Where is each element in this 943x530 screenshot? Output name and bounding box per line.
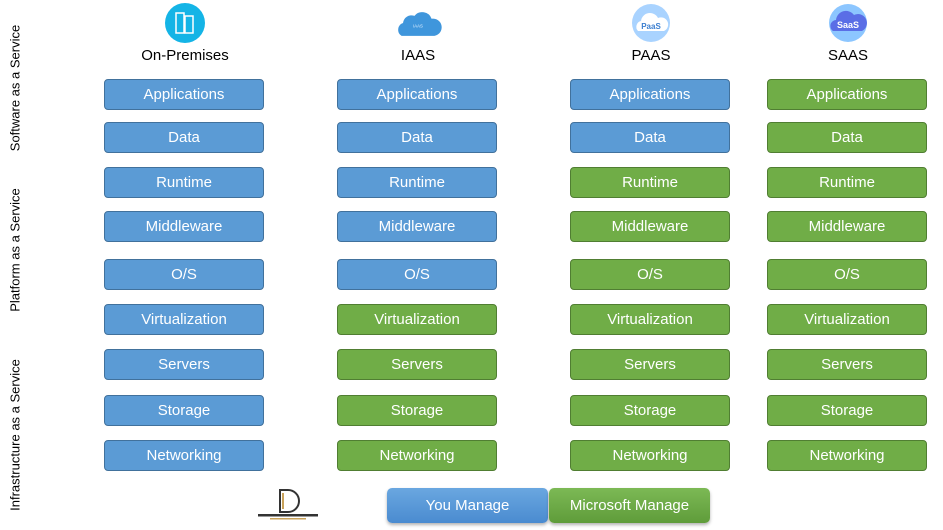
column-title: On-Premises [141,47,229,64]
side-label-iaas: Infrastructure as a Service [7,359,23,511]
layer-networking-microsoft-managed: Networking [767,440,927,471]
layer-applications-you-managed: Applications [337,79,497,110]
side-label-saas: Software as a Service [7,24,23,152]
layer-os-microsoft-managed: O/S [767,259,927,290]
column-title: PAAS [631,47,671,64]
layer-virtualization-microsoft-managed: Virtualization [337,304,497,335]
layer-data-microsoft-managed: Data [767,122,927,153]
svg-text:SaaS: SaaS [837,20,859,30]
layer-applications-microsoft-managed: Applications [767,79,927,110]
company-logo [256,487,320,521]
layer-servers-you-managed: Servers [104,349,264,380]
column-title: IAAS [400,47,436,64]
layer-runtime-you-managed: Runtime [337,167,497,198]
layer-data-you-managed: Data [570,122,730,153]
svg-text:PaaS: PaaS [641,22,661,31]
layer-networking-microsoft-managed: Networking [337,440,497,471]
legend-you-manage: You Manage [387,488,548,523]
building-icon [160,3,210,43]
cloud-saas-icon: SaaS [823,3,873,43]
layer-runtime-you-managed: Runtime [104,167,264,198]
layer-data-you-managed: Data [337,122,497,153]
side-label-paas: Platform as a Service [7,188,23,312]
layer-middleware-you-managed: Middleware [104,211,264,242]
layer-storage-you-managed: Storage [104,395,264,426]
cloud-paas-icon: PaaS [626,3,676,43]
layer-middleware-microsoft-managed: Middleware [767,211,927,242]
cloud-iaas-icon: IAAS [393,3,443,43]
layer-os-you-managed: O/S [104,259,264,290]
svg-text:IAAS: IAAS [413,23,423,28]
layer-networking-microsoft-managed: Networking [570,440,730,471]
layer-storage-microsoft-managed: Storage [337,395,497,426]
layer-networking-you-managed: Networking [104,440,264,471]
layer-os-microsoft-managed: O/S [570,259,730,290]
layer-middleware-microsoft-managed: Middleware [570,211,730,242]
layer-virtualization-you-managed: Virtualization [104,304,264,335]
layer-servers-microsoft-managed: Servers [337,349,497,380]
layer-middleware-you-managed: Middleware [337,211,497,242]
layer-storage-microsoft-managed: Storage [767,395,927,426]
layer-runtime-microsoft-managed: Runtime [767,167,927,198]
legend-microsoft-manage: Microsoft Manage [549,488,710,523]
layer-servers-microsoft-managed: Servers [767,349,927,380]
layer-applications-you-managed: Applications [570,79,730,110]
layer-storage-microsoft-managed: Storage [570,395,730,426]
layer-runtime-microsoft-managed: Runtime [570,167,730,198]
layer-virtualization-microsoft-managed: Virtualization [767,304,927,335]
column-title: SAAS [827,47,869,64]
layer-applications-you-managed: Applications [104,79,264,110]
layer-data-you-managed: Data [104,122,264,153]
layer-virtualization-microsoft-managed: Virtualization [570,304,730,335]
layer-servers-microsoft-managed: Servers [570,349,730,380]
layer-os-you-managed: O/S [337,259,497,290]
